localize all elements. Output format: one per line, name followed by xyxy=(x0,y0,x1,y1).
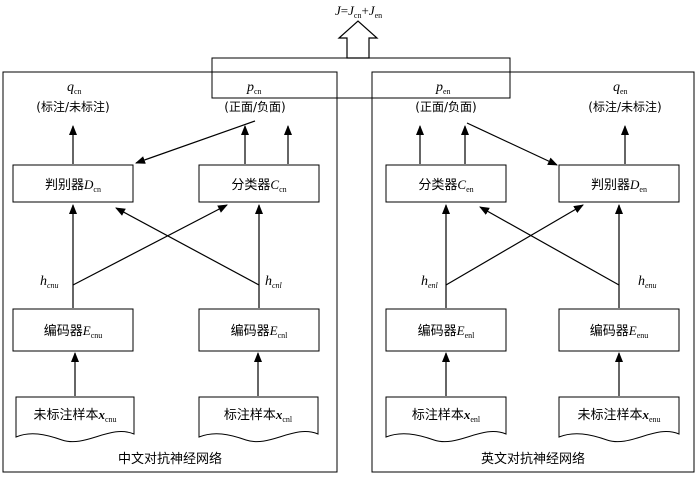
left-q-sub: cn xyxy=(74,87,82,96)
left-q-var: q xyxy=(67,80,74,95)
right-classifier-label: 分类器Cen xyxy=(418,177,473,194)
right-p-var: p xyxy=(435,80,443,95)
right-p-desc: (正面/负面) xyxy=(415,100,476,114)
right-input-l-label: 标注样本xenl xyxy=(412,407,481,424)
right-discriminator-box xyxy=(558,164,680,203)
left-p-output: pcn (正面/负面) xyxy=(224,80,285,114)
right-encoder-l-box xyxy=(385,308,507,352)
left-p-sub: cn xyxy=(254,87,262,96)
right-encoder-u-label: 编码器Eenu xyxy=(590,323,649,340)
right-panel-frame xyxy=(371,71,695,473)
merge-bar xyxy=(211,57,511,99)
left-p-var: p xyxy=(246,80,254,95)
svg-text:qcn: qcn xyxy=(67,80,82,96)
left-q-desc: (标注/未标注) xyxy=(36,99,109,114)
right-h-l-label: henl xyxy=(421,274,439,290)
right-h-u-label: henu xyxy=(638,274,657,290)
left-classifier-label: 分类器Ccn xyxy=(231,177,286,194)
j-en-sub: en xyxy=(375,11,383,20)
left-input-l-doc xyxy=(198,396,319,443)
right-q-desc: (标注/未标注) xyxy=(588,99,661,114)
left-arrows xyxy=(69,120,292,396)
left-q-output: qcn (标注/未标注) xyxy=(36,80,109,114)
right-encoder-u-box xyxy=(558,308,680,352)
j-en: J xyxy=(369,3,376,18)
right-p-output: pen (正面/负面) xyxy=(415,80,476,114)
svg-text:pcn: pcn xyxy=(246,80,262,96)
right-input-u-label: 未标注样本xenu xyxy=(577,407,660,424)
right-q-output: qen (标注/未标注) xyxy=(588,80,661,114)
right-p-sub: en xyxy=(443,87,451,96)
left-panel-caption: 中文对抗神经网络 xyxy=(118,451,222,467)
j-cn: J xyxy=(348,3,355,18)
left-panel-frame xyxy=(2,71,338,473)
left-input-l-label: 标注样本xcnl xyxy=(224,407,293,424)
right-input-l-doc xyxy=(385,396,507,443)
objective-formula: J=Jcn+Jen xyxy=(335,3,382,20)
right-arrows xyxy=(416,122,629,396)
left-input-u-label: 未标注样本xcnu xyxy=(33,407,116,424)
right-panel-caption: 英文对抗神经网络 xyxy=(481,451,585,467)
svg-text:J=Jcn+Jen: J=Jcn+Jen xyxy=(335,3,382,20)
left-p-desc: (正面/负面) xyxy=(224,100,285,114)
left-encoder-u-label: 编码器Ecnu xyxy=(44,323,103,340)
svg-text:pen: pen xyxy=(435,80,451,96)
left-h-u-label: hcnu xyxy=(40,274,59,290)
left-encoder-u-box xyxy=(12,308,134,352)
equals-sign: = xyxy=(341,3,348,18)
left-input-u-doc xyxy=(15,396,135,443)
right-discriminator-label: 判别器Den xyxy=(591,177,647,194)
right-encoder-l-label: 编码器Eenl xyxy=(418,323,476,340)
j-cn-sub: cn xyxy=(354,11,362,20)
right-q-sub: en xyxy=(620,87,628,96)
left-discriminator-box xyxy=(12,164,134,203)
svg-text:qen: qen xyxy=(613,80,628,96)
left-classifier-box xyxy=(198,164,320,203)
right-input-u-doc xyxy=(558,396,680,443)
hollow-up-arrow-icon xyxy=(337,20,379,59)
left-discriminator-label: 判别器Dcn xyxy=(45,177,101,194)
right-q-var: q xyxy=(613,80,620,95)
plus-sign: + xyxy=(361,3,368,18)
left-encoder-l-box xyxy=(198,308,320,352)
left-encoder-l-label: 编码器Ecnl xyxy=(231,323,289,340)
right-classifier-box xyxy=(385,164,507,203)
left-h-l-label: hcnl xyxy=(265,274,283,290)
j-total: J xyxy=(335,3,342,18)
